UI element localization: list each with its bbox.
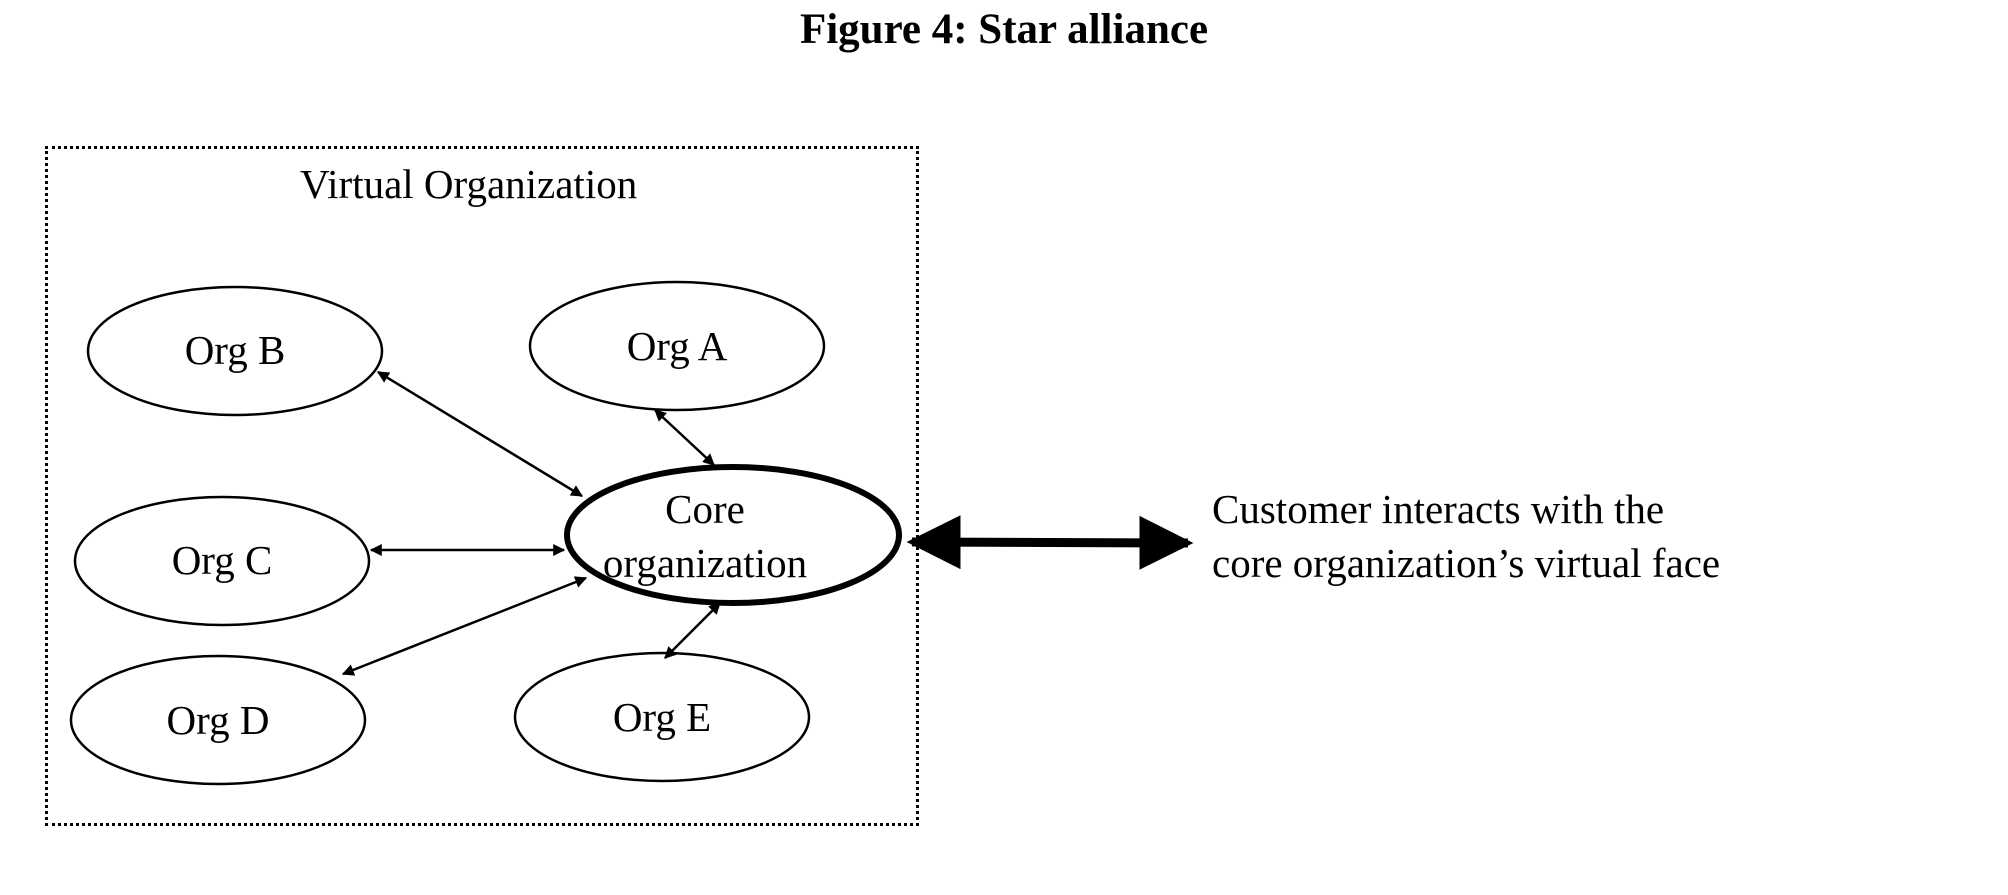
core-organization-ellipse xyxy=(564,464,902,606)
customer-annotation-line-1: Customer interacts with the xyxy=(1212,486,1665,532)
org-c-ellipse xyxy=(73,495,371,627)
customer-annotation-line-2: core organization’s virtual face xyxy=(1212,540,1721,586)
org-d-ellipse xyxy=(69,654,367,786)
edge-org-d-core xyxy=(341,576,588,676)
org-d-label: Org D xyxy=(166,697,270,743)
virtual-organization-label: Virtual Organization xyxy=(300,161,638,207)
org-a-label: Org A xyxy=(626,323,728,369)
org-e-label: Org E xyxy=(612,694,712,740)
core-organization-label: Core organization xyxy=(560,482,850,590)
figure-title: Figure 4: Star alliance xyxy=(799,6,1209,53)
org-e-ellipse xyxy=(513,651,811,783)
org-b-ellipse xyxy=(86,285,384,417)
virtual-organization-box xyxy=(45,146,919,826)
core-label-line-1: Core xyxy=(665,486,745,532)
edge-org-e-core xyxy=(664,602,721,659)
org-c-label: Org C xyxy=(171,537,273,583)
edge-org-b-core xyxy=(376,370,584,498)
org-b-label: Org B xyxy=(184,327,286,373)
edge-org-a-core xyxy=(654,409,715,466)
core-label-line-2: organization xyxy=(602,540,808,586)
customer-annotation: Customer interacts with the core organiz… xyxy=(1212,482,1720,590)
edge-core-customer xyxy=(906,515,1194,570)
